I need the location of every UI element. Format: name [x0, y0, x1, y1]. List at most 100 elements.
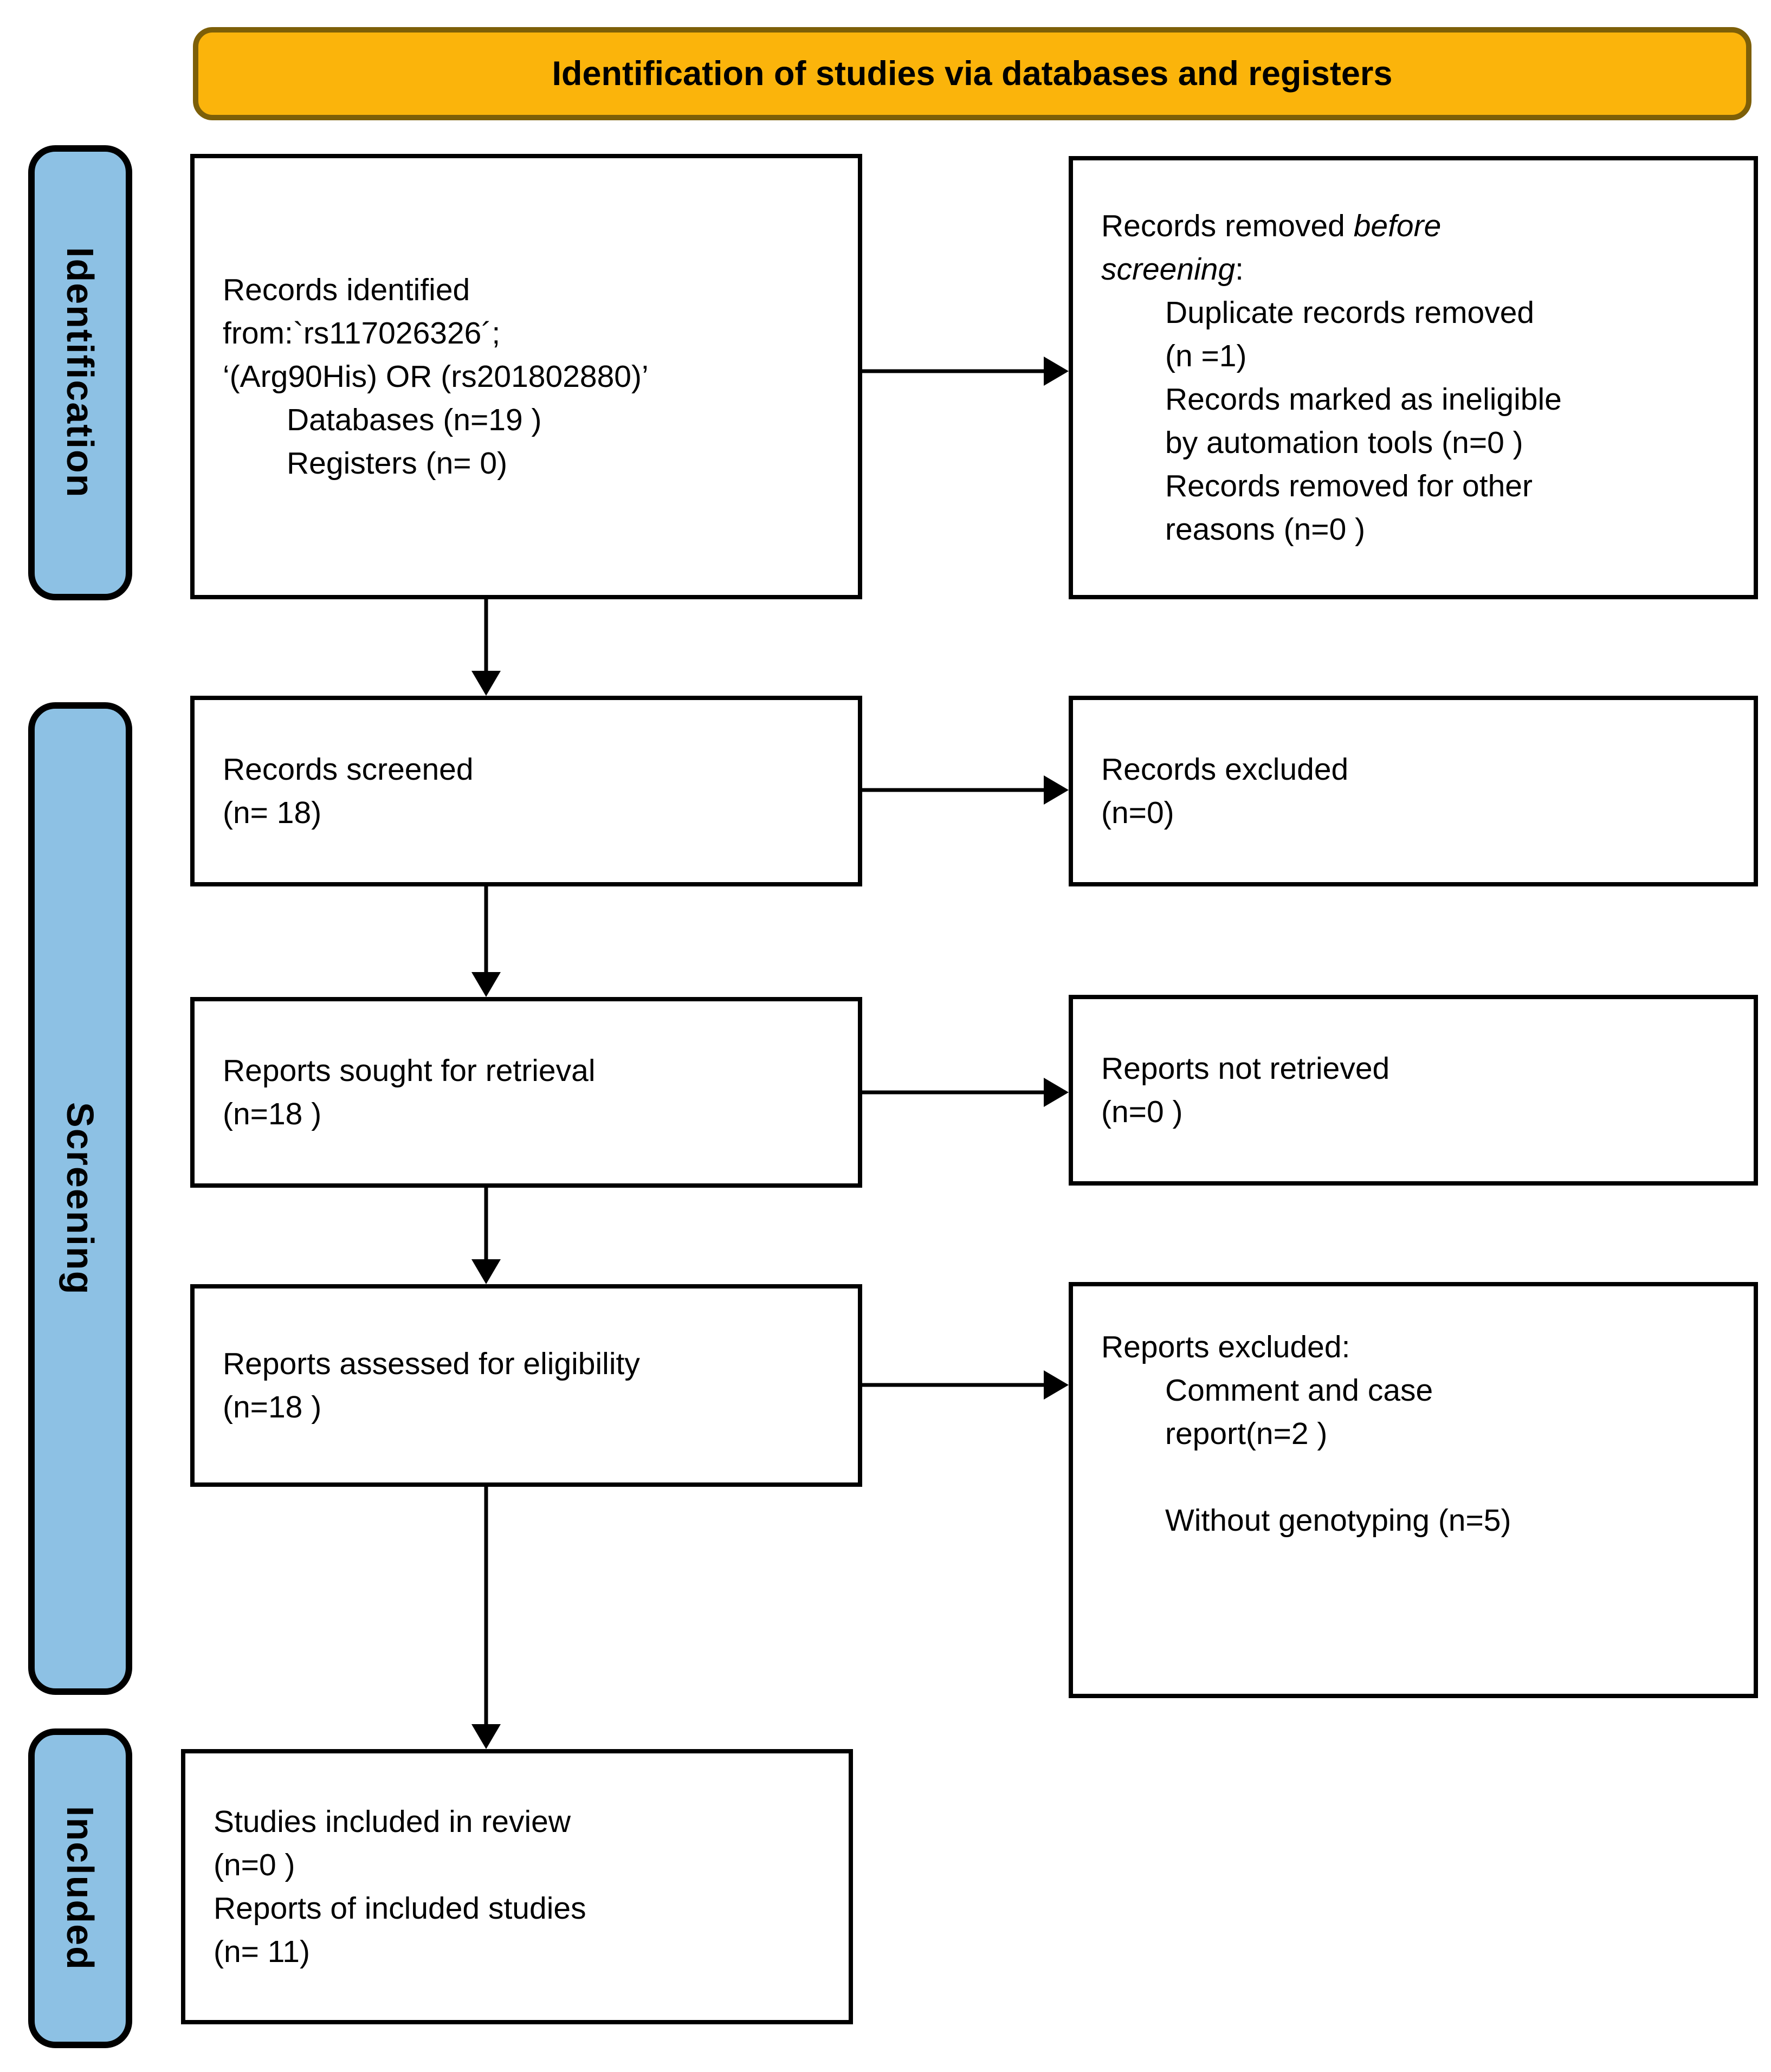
arrow-assessed-to-included: [471, 1487, 501, 1749]
text-line: Records identified: [223, 268, 845, 312]
stage-pill-identification: Identification: [28, 145, 132, 600]
text-segment: Duplicate records removed: [1165, 295, 1535, 330]
text-line: Registers (n= 0): [223, 442, 845, 485]
arrow-sought-to-assessed: [471, 1188, 501, 1284]
arrow-identified-to-screened: [471, 599, 501, 696]
box-reports-sought-text: Reports sought for retrieval (n=18 ): [195, 1049, 858, 1136]
text-segment: Records screened: [223, 752, 474, 787]
text-segment: Reports assessed for eligibility: [223, 1346, 640, 1381]
text-line: Reports excluded:: [1101, 1325, 1741, 1369]
text-segment: Reports not retrieved: [1101, 1051, 1390, 1086]
banner-title: Identification of studies via databases …: [552, 55, 1393, 93]
stage-label-included: Included: [59, 1806, 101, 1971]
text-line: Reports assessed for eligibility: [223, 1342, 845, 1385]
text-segment: Studies included in review: [214, 1804, 571, 1839]
box-studies-included: Studies included in review (n=0 ) Reports …: [181, 1749, 853, 2024]
text-line: [1101, 1455, 1741, 1499]
text-segment: ‘(Arg90His) OR (rs201802880)’: [223, 359, 649, 394]
box-studies-included-text: Studies included in review (n=0 ) Reports …: [185, 1800, 849, 1973]
text-segment: Reports excluded:: [1101, 1330, 1350, 1364]
box-records-identified-text: Records identified from:`rs117026326´; ‘(A…: [195, 268, 858, 485]
text-segment: Records excluded: [1101, 752, 1349, 787]
text-segment: Registers (n= 0): [287, 446, 508, 481]
text-line: report(n=2 ): [1101, 1412, 1741, 1455]
box-records-screened: Records screened (n= 18): [190, 696, 862, 886]
text-line: Records removed before: [1101, 204, 1741, 248]
text-segment: Comment and case: [1165, 1373, 1433, 1408]
arrow-screened-to-excluded: [862, 775, 1069, 805]
text-segment: Databases (n=19 ): [287, 403, 542, 437]
text-segment: (n= 18): [223, 795, 322, 830]
text-line: Reports not retrieved: [1101, 1047, 1741, 1090]
text-line: (n=18 ): [223, 1092, 845, 1136]
text-segment: by automation tools (n=0 ): [1165, 425, 1523, 460]
stage-pill-included: Included: [28, 1728, 132, 2048]
stage-pill-screening: Screening: [28, 702, 132, 1695]
text-line: Records marked as ineligible: [1101, 378, 1741, 421]
box-records-identified: Records identified from:`rs117026326´; ‘(A…: [190, 154, 862, 599]
text-line: Records screened: [223, 748, 845, 791]
stage-label-screening: Screening: [59, 1102, 101, 1296]
text-segment: Records removed for other: [1165, 469, 1533, 503]
text-line: (n=0 ): [1101, 1090, 1741, 1134]
text-line: Studies included in review: [214, 1800, 836, 1843]
text-segment: reasons (n=0 ): [1165, 512, 1366, 547]
text-segment: Records identified: [223, 273, 470, 307]
text-segment: Reports of included studies: [214, 1891, 586, 1926]
text-segment: Records marked as ineligible: [1165, 382, 1562, 417]
text-line: Databases (n=19 ): [223, 398, 845, 442]
arrow-assessed-to-reports-excluded: [862, 1370, 1069, 1400]
text-line: reasons (n=0 ): [1101, 508, 1741, 551]
text-line: (n= 18): [223, 791, 845, 834]
text-line: (n =1): [1101, 334, 1741, 378]
text-segment: Records removed: [1101, 209, 1354, 243]
text-line: (n=18 ): [223, 1385, 845, 1429]
text-segment: report(n=2 ): [1165, 1416, 1328, 1451]
text-line: screening:: [1101, 248, 1741, 291]
box-reports-assessed-text: Reports assessed for eligibility (n=18 ): [195, 1342, 858, 1429]
text-line: by automation tools (n=0 ): [1101, 421, 1741, 464]
text-line: (n=0 ): [214, 1843, 836, 1887]
box-reports-excluded-text: Reports excluded: Comment and case report(…: [1073, 1286, 1754, 1542]
text-segment: (n=18 ): [223, 1097, 322, 1131]
box-reports-assessed: Reports assessed for eligibility (n=18 ): [190, 1284, 862, 1487]
text-segment: (n=0 ): [214, 1848, 295, 1882]
text-line: Reports of included studies: [214, 1887, 836, 1930]
text-line: ‘(Arg90His) OR (rs201802880)’: [223, 355, 845, 398]
text-line: Records removed for other: [1101, 464, 1741, 508]
box-reports-excluded: Reports excluded: Comment and case report(…: [1069, 1282, 1758, 1698]
text-line: Comment and case: [1101, 1369, 1741, 1412]
text-line: Duplicate records removed: [1101, 291, 1741, 334]
box-records-screened-text: Records screened (n= 18): [195, 748, 858, 834]
box-reports-not-retrieved: Reports not retrieved (n=0 ): [1069, 995, 1758, 1186]
text-segment: before: [1353, 209, 1442, 243]
box-records-excluded: Records excluded (n=0): [1069, 696, 1758, 886]
text-line: (n= 11): [214, 1930, 836, 1973]
text-line: Records excluded: [1101, 748, 1741, 791]
box-reports-not-retrieved-text: Reports not retrieved (n=0 ): [1073, 1047, 1754, 1134]
text-segment: from:`rs117026326´;: [223, 316, 501, 351]
text-segment: (n=0): [1101, 795, 1174, 830]
text-line: (n=0): [1101, 791, 1741, 834]
box-records-excluded-text: Records excluded (n=0): [1073, 748, 1754, 834]
text-line: from:`rs117026326´;: [223, 312, 845, 355]
text-segment: Reports sought for retrieval: [223, 1053, 596, 1088]
text-segment: screening: [1101, 252, 1236, 287]
banner: Identification of studies via databases …: [193, 27, 1751, 120]
text-segment: Without genotyping (n=5): [1165, 1503, 1511, 1538]
arrow-identified-to-removed: [862, 356, 1069, 386]
text-segment: (n= 11): [214, 1934, 310, 1969]
arrow-sought-to-not-retrieved: [862, 1077, 1069, 1108]
text-line: Reports sought for retrieval: [223, 1049, 845, 1092]
text-segment: (n=18 ): [223, 1390, 322, 1424]
text-segment: [1165, 1460, 1174, 1494]
text-segment: (n =1): [1165, 339, 1247, 373]
text-segment: (n=0 ): [1101, 1095, 1183, 1129]
arrow-screened-to-sought: [471, 886, 501, 997]
text-segment: :: [1235, 252, 1244, 287]
text-line: Without genotyping (n=5): [1101, 1499, 1741, 1542]
stage-label-identification: Identification: [59, 247, 101, 498]
